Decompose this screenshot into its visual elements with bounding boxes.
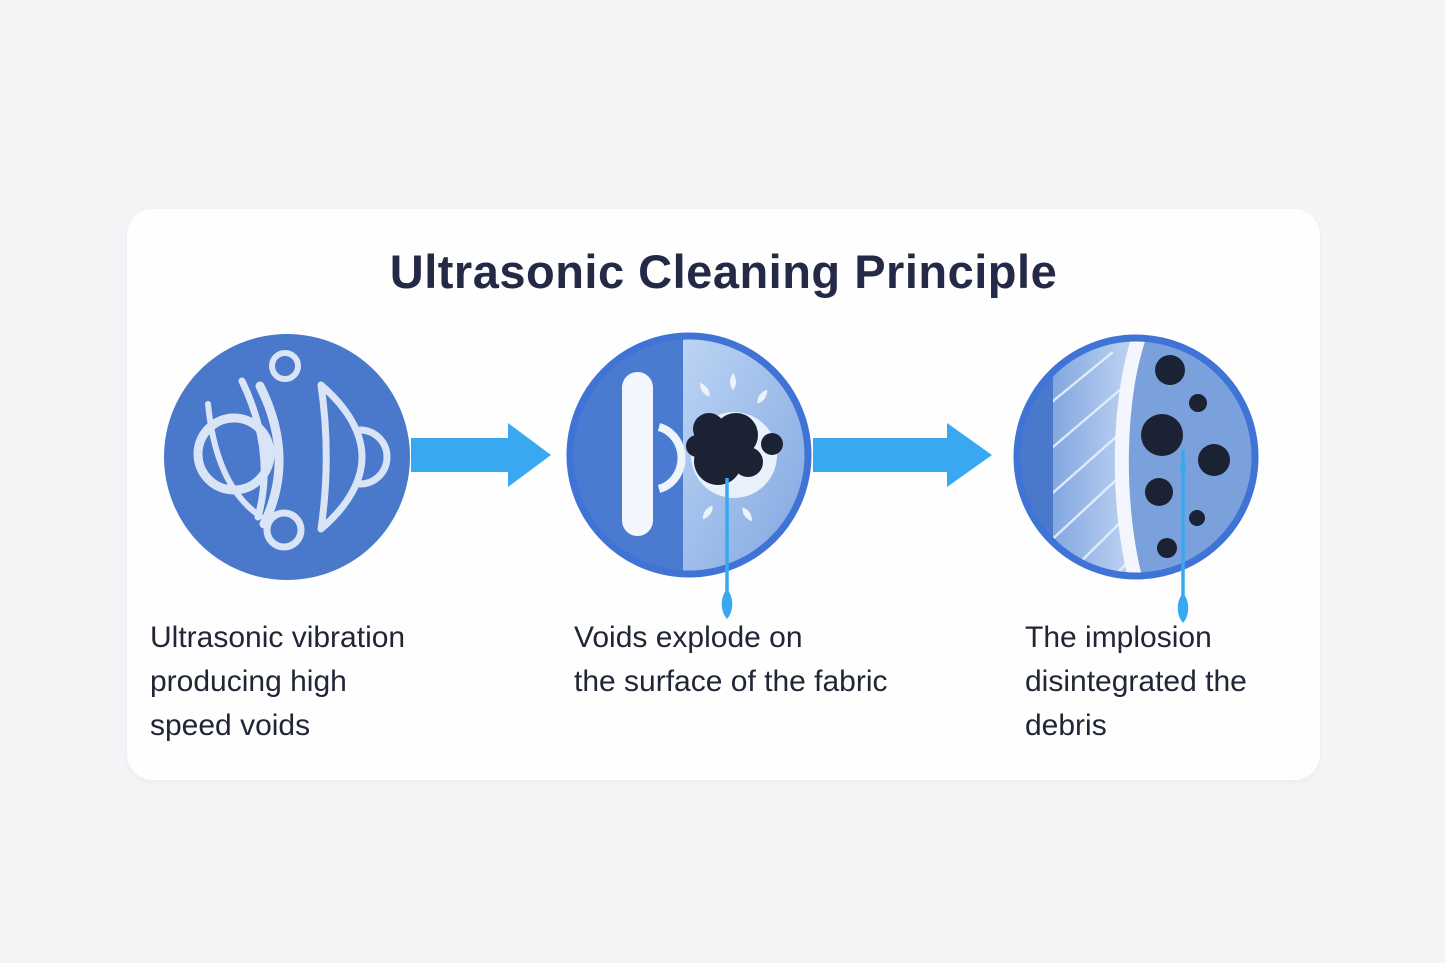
step2-caption: Voids explode on the surface of the fabr… [574, 621, 888, 698]
void-bubble-bottom [263, 509, 305, 551]
step1-caption: Ultrasonic vibration producing high spee… [150, 621, 406, 742]
void-bubble-top [269, 350, 301, 382]
pointer-line-icon [721, 478, 733, 619]
arrow-shape [813, 423, 992, 487]
diagram-title: Ultrasonic Cleaning Principle [389, 245, 1058, 298]
transducer-lens-shape [317, 381, 366, 533]
void-explosion-icon [566, 332, 812, 578]
debris-particles [1141, 355, 1230, 558]
step3-caption: The implosion disintegrated the debris [1025, 621, 1247, 742]
transducer-bump [657, 423, 686, 493]
pointer-diamond [721, 589, 733, 619]
vibration-waves [193, 350, 391, 551]
void-explosion-blob [686, 413, 783, 485]
pointer-line-icon [1177, 450, 1189, 623]
wave-arc-outer [255, 381, 284, 529]
step3-circle-border [1013, 334, 1259, 580]
transducer-shape [622, 372, 653, 536]
transducer-bump [356, 426, 391, 488]
wave-arc-inner [238, 377, 268, 521]
transducer-voids-icon [164, 334, 410, 580]
pointer-diamond [1177, 593, 1189, 623]
step1-circle [164, 334, 410, 580]
wave-swoosh [205, 401, 263, 519]
explosion-rays [699, 373, 768, 522]
debris-disintegration-icon [1013, 334, 1259, 580]
pointer-diamond-small [1180, 459, 1186, 477]
right-arrow-icon [411, 423, 551, 487]
right-arrow-icon [813, 423, 992, 487]
debris-field [1121, 337, 1256, 577]
fabric-surface-band [1114, 337, 1149, 577]
step2-circle-border [566, 332, 812, 578]
arrow-shape [411, 423, 551, 487]
